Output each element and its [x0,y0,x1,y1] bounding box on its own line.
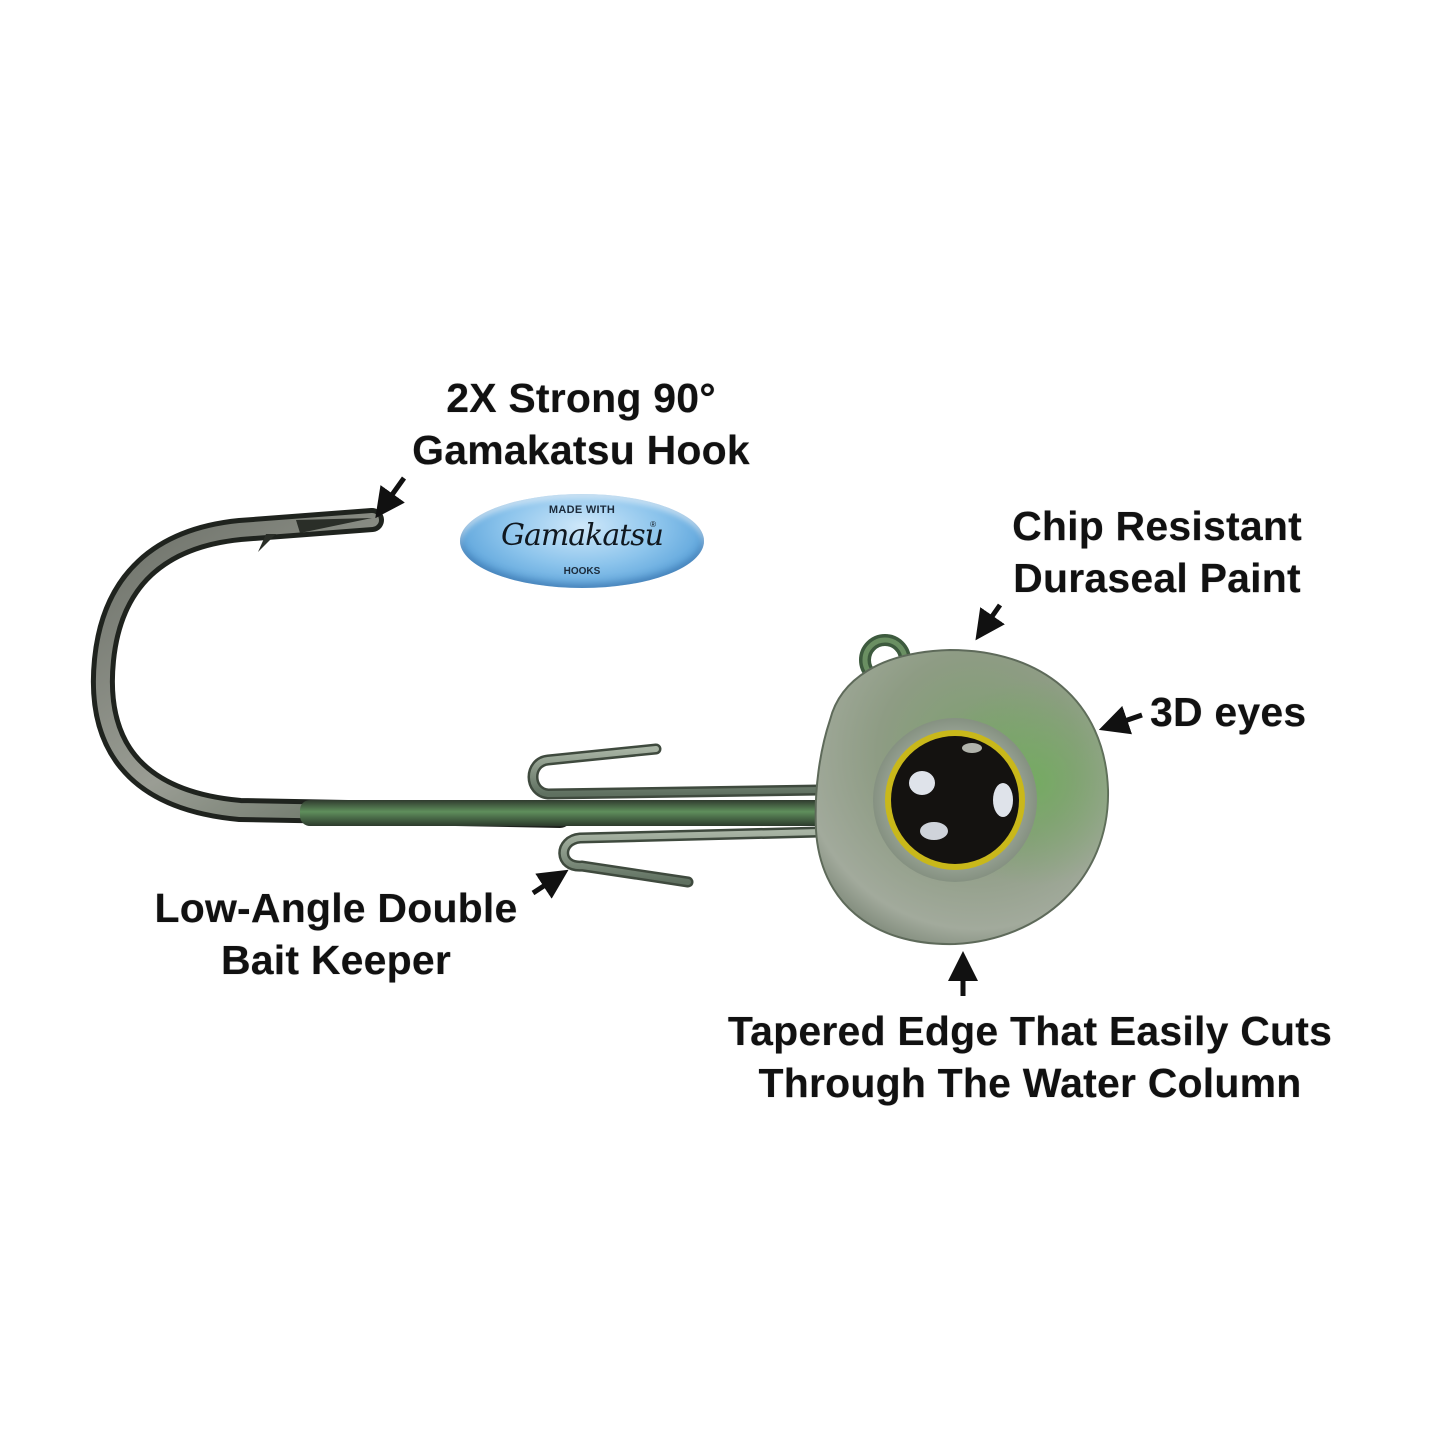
logo-registered-mark: ® [650,520,656,529]
arrow-eyes [1098,705,1143,735]
bait-keeper [527,743,826,888]
arrow-hook [375,476,407,519]
arrow-keeper [531,869,569,899]
callout-eyes: 3D eyes [1150,686,1322,738]
callout-eyes-line-1: 3D eyes [1150,689,1307,735]
3d-eye [885,730,1025,870]
callout-edge-line-2: Through The Water Column [758,1060,1302,1106]
logo-top-text: MADE WITH [548,504,616,516]
hook [90,508,572,828]
callout-hook-line-1: 2X Strong 90° [446,375,716,421]
callout-keeper-line-2: Bait Keeper [220,937,452,983]
callout-edge: Tapered Edge That Easily Cuts Through Th… [700,1005,1360,1109]
callout-hook-line-2: Gamakatsu Hook [412,427,750,473]
hook-shank [300,800,840,826]
callout-paint-line-2: Duraseal Paint [1013,555,1301,601]
callout-hook: 2X Strong 90° Gamakatsu Hook [398,372,764,476]
callout-edge-line-1: Tapered Edge That Easily Cuts [727,1008,1333,1054]
logo-bottom-text: HOOKS [563,566,601,577]
callout-paint-line-1: Chip Resistant [1012,503,1302,549]
logo-brand-text: Gamakatsu [500,518,664,553]
callout-keeper-line-1: Low-Angle Double [154,885,518,931]
gamakatsu-logo: MADE WITH Gamakatsu ® HOOKS [460,494,704,588]
callout-paint: Chip Resistant Duraseal Paint [998,500,1316,604]
arrow-paint [975,603,1005,641]
callout-keeper: Low-Angle Double Bait Keeper [136,882,536,986]
